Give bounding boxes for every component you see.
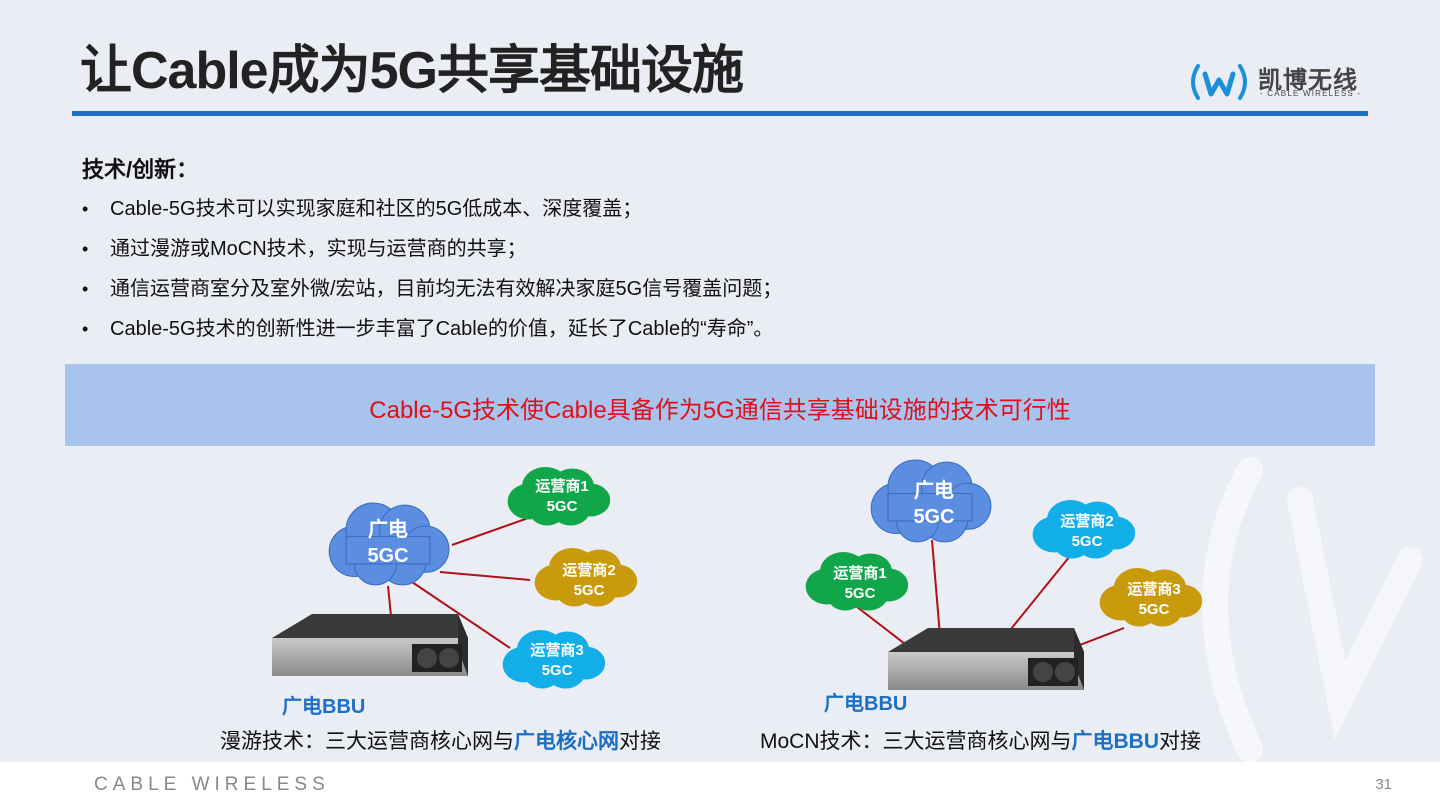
cloud-label: 5GC xyxy=(574,582,605,599)
footer: CABLE WIRELESS 31 xyxy=(0,762,1440,810)
cloud-label: 运营商3 xyxy=(1127,580,1180,598)
bullet-item: 通信运营商室分及室外微/宏站，目前均无法有效解决家庭5G信号覆盖问题； xyxy=(82,275,782,315)
bullet-item: Cable-5G技术的创新性进一步丰富了Cable的价值，延长了Cable的“寿… xyxy=(82,315,782,355)
caption-left: 漫游技术：三大运营商核心网与广电核心网对接 xyxy=(220,725,661,755)
page-title: 让Cable成为5G共享基础设施 xyxy=(80,42,744,100)
cloud-op1-right: 运营商1 5GC xyxy=(805,552,909,611)
bbu-label-left: 广电BBU xyxy=(282,696,366,718)
cloud-core-left: 广电 5GC xyxy=(328,502,450,586)
banner-text: Cable-5G技术使Cable具备作为5G通信共享基础设施的技术可行性 xyxy=(369,397,1071,424)
company-logo: 凯博无线 - CABLE WIRELESS - xyxy=(1186,58,1371,106)
cloud-label: 运营商2 xyxy=(1060,512,1113,530)
cloud-op1-left: 运营商1 5GC xyxy=(507,467,611,526)
cloud-label: 广电 xyxy=(368,517,408,541)
cloud-label: 5GC xyxy=(542,662,573,679)
caption-text: 对接 xyxy=(619,730,661,753)
cloud-core-right: 广电 5GC xyxy=(870,459,992,543)
cloud-op3-right: 运营商3 5GC xyxy=(1099,568,1203,627)
cloud-label: 5GC xyxy=(845,585,876,602)
cloud-op3-left: 运营商3 5GC xyxy=(502,630,606,689)
cloud-op2-right: 运营商2 5GC xyxy=(1032,500,1136,559)
caption-text: 对接 xyxy=(1159,730,1202,753)
cloud-label: 运营商1 xyxy=(535,477,588,495)
cloud-label: 5GC xyxy=(913,506,954,528)
wifi-w-icon xyxy=(1191,64,1247,100)
caption-highlight: 广电BBU xyxy=(1071,730,1160,753)
logo-text-cn: 凯博无线 xyxy=(1258,67,1358,94)
watermark-logo xyxy=(1202,457,1423,762)
cloud-label: 运营商3 xyxy=(530,641,583,659)
cloud-label: 运营商2 xyxy=(562,561,615,579)
footer-brand: CABLE WIRELESS xyxy=(94,774,330,795)
bullet-item: Cable-5G技术可以实现家庭和社区的5G低成本、深度覆盖； xyxy=(82,195,782,235)
caption-text: 漫游技术：三大运营商核心网与 xyxy=(220,730,514,753)
logo-text-en: - CABLE WIRELESS - xyxy=(1260,89,1362,98)
cloud-label: 5GC xyxy=(1072,533,1103,550)
title-underline xyxy=(72,111,1368,116)
highlight-banner: Cable-5G技术使Cable具备作为5G通信共享基础设施的技术可行性 xyxy=(65,364,1375,446)
bullet-item: 通过漫游或MoCN技术，实现与运营商的共享； xyxy=(82,235,782,275)
bullet-list: Cable-5G技术可以实现家庭和社区的5G低成本、深度覆盖； 通过漫游或MoC… xyxy=(82,195,782,355)
section-heading: 技术/创新： xyxy=(82,157,199,182)
cloud-label: 5GC xyxy=(367,545,408,567)
caption-text: MoCN技术：三大运营商核心网与 xyxy=(760,730,1072,753)
cloud-label: 运营商1 xyxy=(833,564,886,582)
network-diagrams: 广电 5GC 运营商1 5GC 运营商2 5GC 运营商3 5GC 广电 5GC… xyxy=(272,457,1423,762)
cloud-label: 5GC xyxy=(1139,601,1170,618)
bbu-device-icon xyxy=(888,628,1084,690)
bbu-label-right: 广电BBU xyxy=(824,693,908,715)
cloud-op2-left: 运营商2 5GC xyxy=(534,548,638,607)
cloud-label: 5GC xyxy=(547,498,578,515)
cloud-label: 广电 xyxy=(914,478,954,502)
bbu-device-icon xyxy=(272,614,468,676)
caption-right: MoCN技术：三大运营商核心网与广电BBU对接 xyxy=(760,725,1201,755)
caption-highlight: 广电核心网 xyxy=(514,730,619,753)
page-number: 31 xyxy=(1375,776,1392,793)
